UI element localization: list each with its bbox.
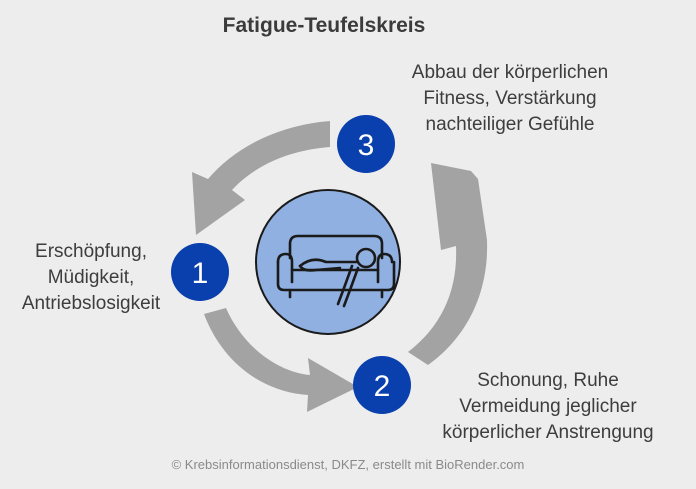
diagram-title: Fatigue-Teufelskreis — [222, 14, 426, 37]
step-label-1-line: Antriebslosigkeit — [21, 293, 161, 314]
step-label-2-line: körperlicher Anstrengung — [442, 422, 654, 443]
step-number-1: 1 — [192, 257, 209, 290]
step-number-3: 3 — [358, 129, 375, 162]
person-lying-on-sofa-icon — [276, 234, 396, 308]
step-label-2-line: Vermeidung jeglicher — [459, 396, 637, 417]
step-label-3-line: Fitness, Verstärkung — [423, 88, 597, 109]
step-badge-2: 2 — [353, 356, 411, 414]
credit-line: © Krebsinformationsdienst, DKFZ, erstell… — [171, 457, 525, 472]
step-label-2-line: Schonung, Ruhe — [477, 370, 619, 391]
cycle-arrow-2-to-3 — [408, 163, 488, 365]
step-label-3-line: nachteiliger Gefühle — [425, 114, 595, 135]
step-label-1: Erschöpfung, Müdigkeit, Antriebslosigkei… — [10, 239, 172, 317]
step-label-3: Abbau der körperlichen Fitness, Verstärk… — [388, 60, 632, 138]
step-label-3-line: Abbau der körperlichen — [411, 62, 609, 83]
step-number-2: 2 — [374, 370, 391, 403]
step-label-2: Schonung, Ruhe Vermeidung jeglicher körp… — [400, 368, 696, 446]
step-label-1-line: Müdigkeit, — [47, 267, 135, 288]
step-badge-3: 3 — [337, 115, 395, 173]
step-label-1-line: Erschöpfung, — [35, 241, 147, 262]
step-badge-1: 1 — [171, 243, 229, 301]
cycle-arrow-1-to-2 — [204, 308, 358, 412]
cycle-arrow-3-to-1 — [192, 121, 330, 235]
center-illustration — [255, 189, 401, 335]
